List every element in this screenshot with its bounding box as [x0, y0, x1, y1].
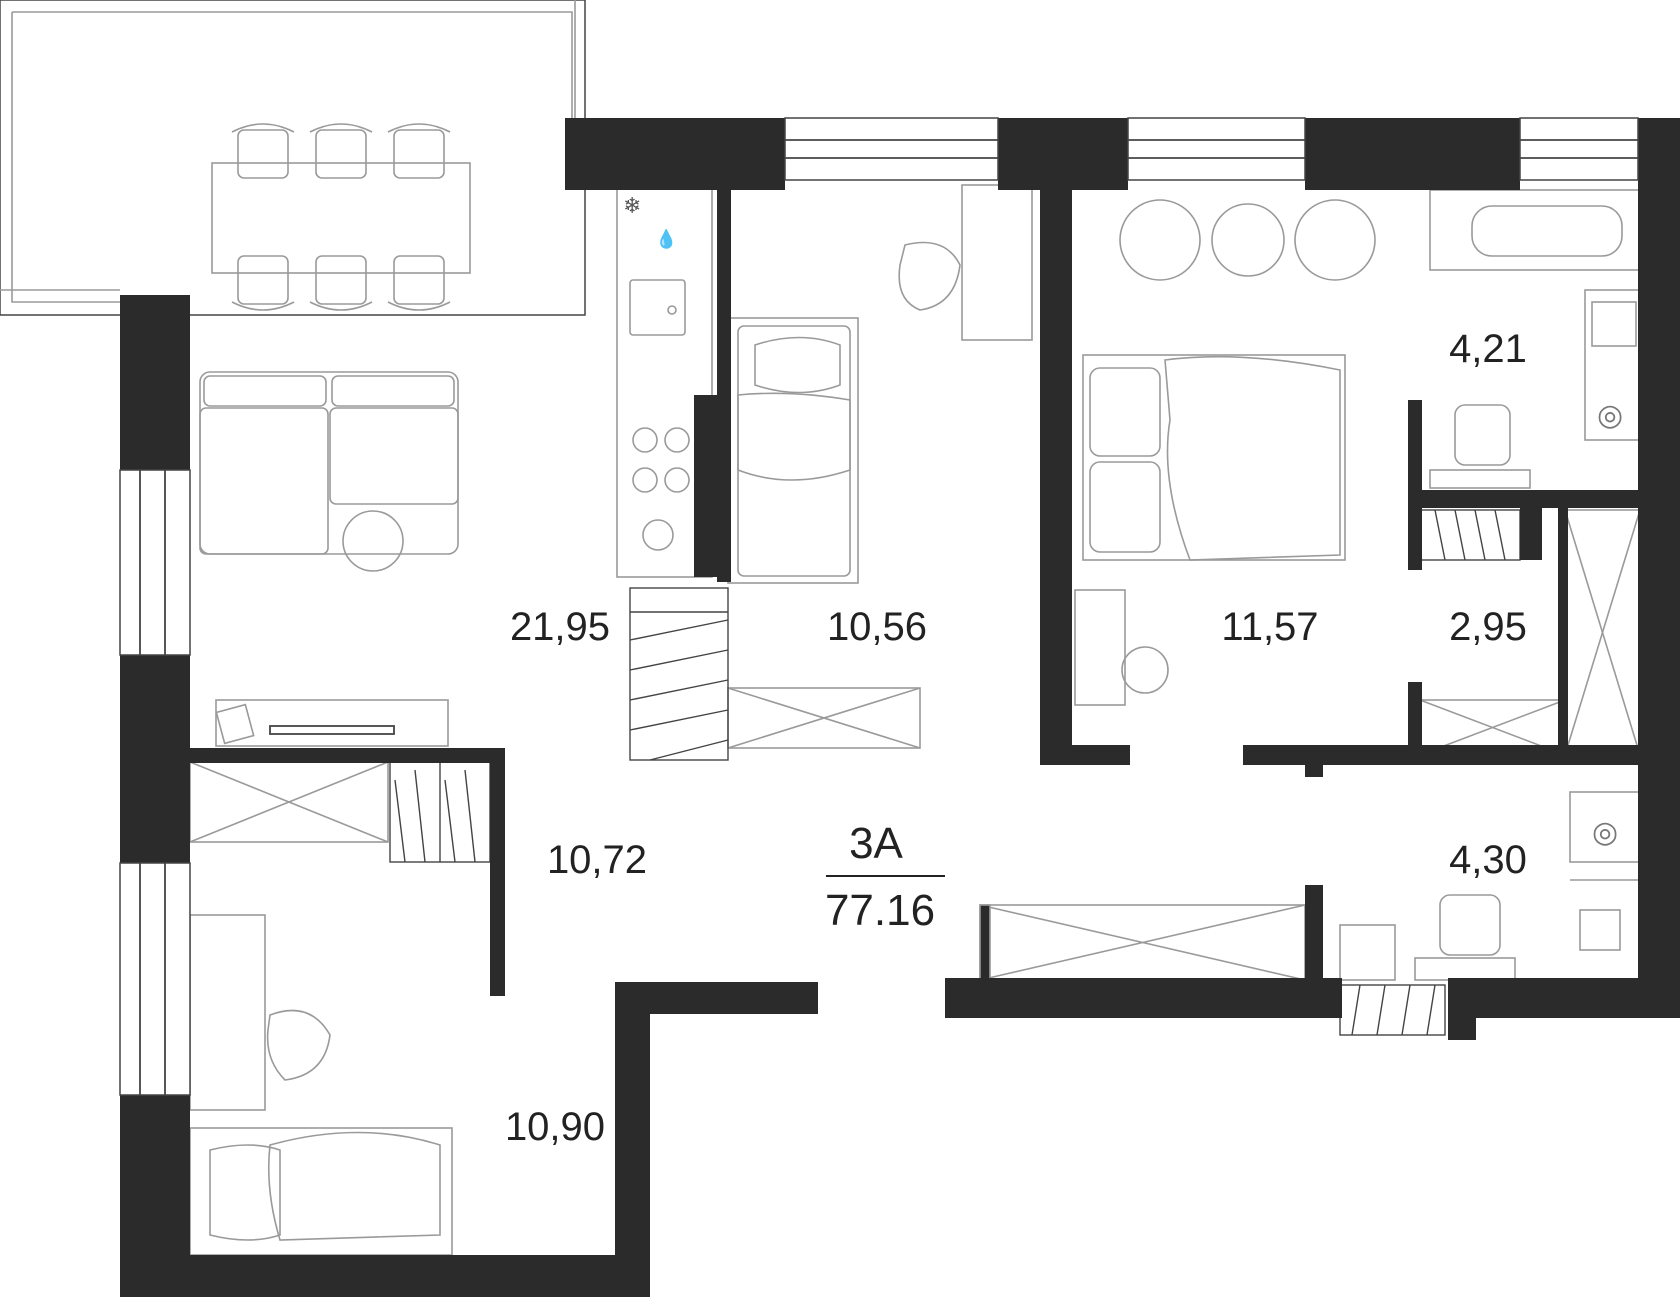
dining-table — [211, 123, 471, 311]
coffee-table — [342, 510, 404, 572]
walls — [120, 118, 1680, 1297]
water-drops-icon: 💧 — [655, 228, 677, 250]
room-area-bathroom-1: 4,21 — [1449, 327, 1527, 371]
tv-unit — [215, 699, 449, 747]
hatched-storage — [629, 587, 729, 761]
desk — [898, 184, 1033, 341]
room-area-hall: 10,72 — [547, 838, 647, 882]
wardrobe-3 — [189, 761, 389, 843]
chair — [231, 123, 451, 311]
bed — [727, 317, 859, 584]
washer-icon: ◎ — [1592, 815, 1618, 850]
hall-cabinet — [979, 904, 1306, 981]
room-area-bedroom-1: 10,56 — [827, 605, 927, 649]
wardrobe-1 — [727, 687, 921, 749]
sofa — [199, 371, 459, 555]
hatched-storage-4 — [389, 761, 491, 863]
balcony — [0, 0, 586, 316]
bed-3 — [189, 1127, 453, 1256]
apartment-type: 3А — [849, 819, 903, 868]
hatched-storage-2 — [1419, 509, 1521, 561]
room-area-bathroom-2: 4,30 — [1449, 838, 1527, 882]
room-area-living: 21,95 — [510, 605, 610, 649]
snowflake-icon: ❄ — [623, 194, 641, 219]
stools — [1119, 199, 1376, 281]
double-bed — [1082, 354, 1346, 561]
windows — [119, 117, 1639, 1096]
room-area-wardrobe: 2,95 — [1449, 605, 1527, 649]
apartment-total-area: 77.16 — [825, 886, 935, 935]
spiral-washer-icon: ◎ — [1597, 398, 1623, 433]
hatched-storage-3 — [1339, 984, 1446, 1036]
desk-3 — [189, 914, 331, 1111]
room-area-bedroom-2: 11,57 — [1221, 605, 1318, 649]
bathtub — [1429, 189, 1641, 271]
toilet — [1429, 404, 1531, 489]
room-area-bedroom-3: 10,90 — [505, 1105, 605, 1149]
desk-2 — [1074, 589, 1169, 706]
